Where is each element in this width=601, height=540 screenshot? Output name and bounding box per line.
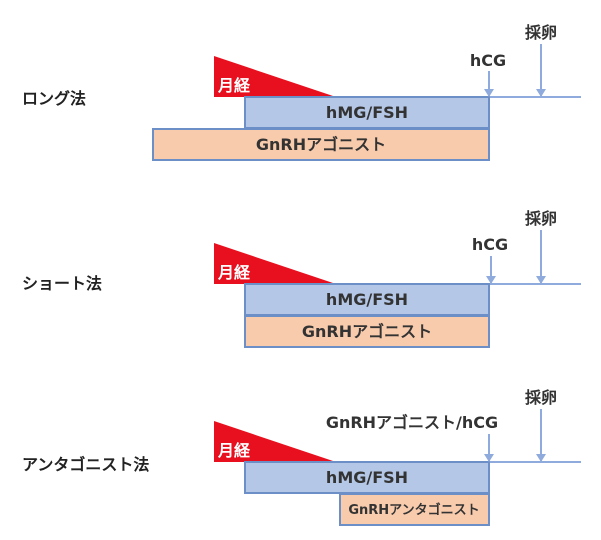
protocol-name-long: ロング法 [22, 89, 86, 108]
hmg-label-antagonist: hMG/FSH [326, 468, 408, 487]
antagonist-bar-antagonist [339, 493, 490, 526]
protocol-name-antagonist: アンタゴニスト法 [22, 455, 149, 474]
protocol-long: ロング法 月経 hMG/FSH GnRHアゴニスト hCG 採卵 [22, 23, 581, 161]
retrieval-label-antagonist: 採卵 [525, 388, 557, 407]
trigger-arrowhead-antagonist [484, 454, 494, 462]
agonist-label-short: GnRHアゴニスト [302, 322, 432, 341]
menstruation-triangle-long [214, 56, 336, 97]
retrieval-arrowhead-short [536, 276, 546, 284]
retrieval-arrowhead-antagonist [536, 454, 546, 462]
antagonist-label-antagonist: GnRHアンタゴニスト [348, 502, 479, 518]
menstruation-triangle-short [214, 243, 336, 284]
menstruation-label-long: 月経 [217, 76, 251, 95]
menstruation-triangle-antagonist [214, 421, 336, 462]
agonist-bar-short [244, 315, 490, 348]
agonist-bar-long [152, 128, 490, 161]
protocol-antagonist: アンタゴニスト法 月経 hMG/FSH GnRHアンタゴニスト GnRHアゴニス… [22, 388, 581, 526]
trigger-arrowhead-long [484, 89, 494, 97]
retrieval-label-short: 採卵 [525, 209, 557, 228]
menstruation-label-short: 月経 [217, 263, 251, 282]
hmg-label-short: hMG/FSH [326, 290, 408, 309]
trigger-arrowhead-short [486, 276, 496, 284]
protocol-short: ショート法 月経 hMG/FSH GnRHアゴニスト hCG 採卵 [22, 209, 581, 348]
hmg-label-long: hMG/FSH [326, 103, 408, 122]
trigger-label-antagonist: GnRHアゴニスト/hCG [326, 413, 498, 432]
trigger-label-short: hCG [472, 235, 508, 254]
retrieval-label-long: 採卵 [525, 23, 557, 42]
agonist-label-long: GnRHアゴニスト [256, 135, 386, 154]
menstruation-label-antagonist: 月経 [217, 441, 251, 460]
hmg-bar-long [244, 96, 490, 129]
retrieval-arrowhead-long [536, 89, 546, 97]
trigger-label-long: hCG [470, 51, 506, 70]
hmg-bar-antagonist [244, 461, 490, 494]
protocol-name-short: ショート法 [22, 274, 102, 293]
hmg-bar-short [244, 283, 490, 316]
